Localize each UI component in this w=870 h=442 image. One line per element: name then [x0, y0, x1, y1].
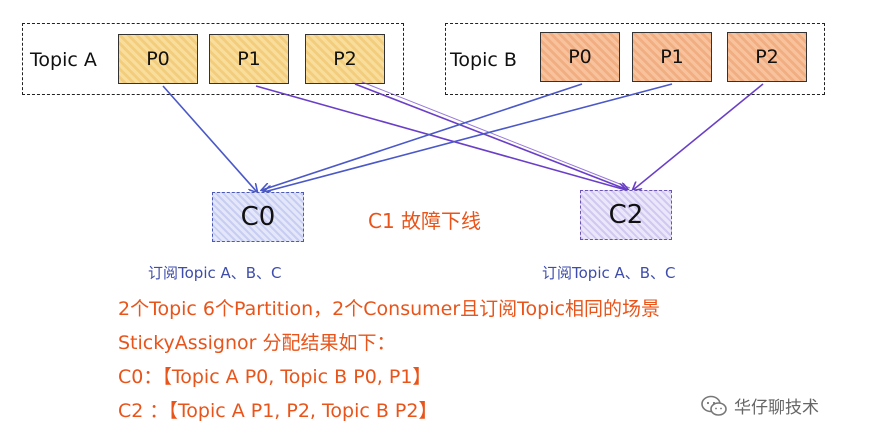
- arrow-b-p2-to-c2: [633, 83, 764, 190]
- description-line-4: C2 ：【Topic A P1, P2, Topic B P2】: [118, 400, 438, 422]
- topic-a-p1: P1: [209, 34, 289, 84]
- topic-b-label: Topic B: [450, 49, 517, 71]
- arrow-a-p1-to-c2: [255, 85, 626, 190]
- watermark: 华仔聊技术: [700, 393, 819, 418]
- failure-note: C1 故障下线: [368, 209, 482, 233]
- arrow-b-p0-to-c0: [262, 83, 583, 190]
- arrow-a-p0-to-c0: [162, 85, 257, 192]
- topic-b-p1: P1: [632, 32, 712, 82]
- topic-b-p0: P0: [540, 32, 620, 82]
- topic-a-box: [22, 23, 404, 95]
- topic-a-p0: P0: [118, 34, 198, 84]
- wechat-icon: [701, 395, 727, 416]
- description-line-2: StickyAssignor 分配结果如下：: [118, 332, 396, 354]
- arrow-b-p1-to-c0: [264, 83, 673, 192]
- topic-b-p2: P2: [727, 32, 807, 82]
- c2-subscription: 订阅Topic A、B、C: [542, 264, 676, 282]
- description-line-3: C0：【Topic A P0, Topic B P0, P1】: [118, 366, 432, 388]
- topic-a-label: Topic A: [30, 49, 97, 71]
- arrow-a-p2-to-c2: [354, 83, 628, 190]
- watermark-text: 华仔聊技术: [734, 398, 819, 418]
- c0-subscription: 订阅Topic A、B、C: [148, 264, 282, 282]
- consumer-c2: C2: [580, 190, 672, 240]
- description-line-1: 2个Topic 6个Partition，2个Consumer且订阅Topic相同…: [118, 298, 660, 320]
- topic-a-p2: P2: [305, 34, 385, 84]
- consumer-c0: C0: [212, 192, 304, 242]
